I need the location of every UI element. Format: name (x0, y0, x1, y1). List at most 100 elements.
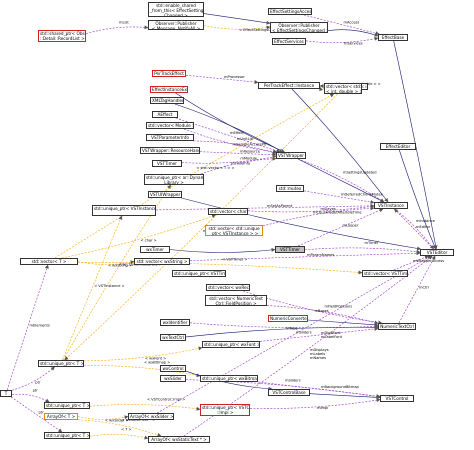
edge-n14-n18 (175, 117, 281, 153)
edge-n51-n27 (156, 255, 432, 414)
edge-label-e1: mList (119, 21, 129, 25)
edge-n46-n47 (309, 393, 381, 400)
class-node-n48[interactable]: std::unique_ptr< VSTControl ::Impl > (200, 404, 250, 416)
edge-label-e3: mAccess (344, 21, 360, 25)
edge-n32-n27 (189, 251, 421, 261)
edge-label-e18: mSetAsParent (267, 204, 293, 208)
class-node-n16[interactable]: VSTParameterInfo (146, 134, 194, 141)
class-node-n13[interactable]: XMLTagHandler (150, 97, 184, 104)
class-node-n45[interactable]: std::unique_ptr< wxBitmap > (200, 375, 258, 382)
class-node-n30[interactable]: VSTTimer (275, 246, 305, 253)
edge-n42-n45 (83, 365, 201, 378)
edge-n21-n18 (200, 156, 277, 175)
edge-label-e30: mType (286, 327, 299, 331)
edge-label-e2: < EffectSettingsChanged > (239, 28, 288, 32)
class-node-n50[interactable]: ArrayOf< T > (44, 413, 78, 420)
class-node-n32[interactable]: std::vector< wxString > (134, 258, 190, 265)
edge-n38-n27 (398, 255, 436, 324)
edge-label-e6: < std::vector< T > > (196, 166, 234, 170)
edge-label-e47: ptr (33, 388, 39, 392)
edge-n43-n46 (185, 370, 273, 391)
class-node-n1[interactable]: std::shared_ptr< Observer ::Detail::Reco… (38, 30, 86, 42)
edge-n18-n24 (297, 158, 385, 203)
class-node-n14[interactable]: AEffect (152, 111, 178, 118)
edge-n16-n18 (193, 140, 277, 155)
class-node-n28[interactable]: std::vector< std::unique _ptr< VSTInstan… (205, 225, 263, 236)
edge-n9-n10 (185, 74, 259, 85)
edge-label-e39: < wxBitmap > (144, 361, 170, 365)
class-node-n29[interactable]: wxTimer (140, 246, 170, 253)
class-node-n36[interactable]: std::vector< NumericText Ctrl::FieldPosi… (205, 295, 267, 306)
edge-label-e24: < VSTTimer > (222, 258, 247, 262)
edge-n17-n18 (199, 151, 277, 157)
class-node-n39[interactable]: wxIdentifier (160, 319, 190, 326)
class-node-n53[interactable]: ArrayOf< wxStaticText * > (148, 436, 210, 443)
class-node-n44[interactable]: wxSlider (160, 375, 186, 382)
edge-label-e37: mElements (30, 324, 50, 328)
edge-label-e20: mInstance (416, 219, 436, 223)
class-node-n23[interactable]: std::vector< char > (208, 208, 248, 215)
class-node-n35[interactable]: std::vector< wxRect > (206, 284, 250, 291)
class-node-n18[interactable]: VSTWrapper (276, 152, 306, 159)
edge-n22-n24 (303, 190, 375, 204)
edge-label-e19: mEditor (416, 225, 431, 229)
class-node-n49[interactable]: std::unique_ptr< T > (44, 402, 90, 409)
class-node-n11[interactable]: std::vector< std::pair < int, double > > (324, 83, 362, 94)
class-node-n52[interactable]: std::unique_ptr< T > (44, 432, 90, 439)
class-node-n37[interactable]: NumericConverter (268, 315, 308, 322)
edge-n31-n23 (61, 214, 216, 259)
class-node-n12[interactable]: EffectInstanceEx (150, 86, 188, 93)
class-node-n6[interactable]: EffectBase (378, 34, 408, 41)
edge-n42-n25 (62, 215, 123, 361)
class-node-n4[interactable]: EffectSettingsAccess (268, 8, 312, 15)
class-node-n40[interactable]: wxTextCtrl (160, 334, 186, 341)
class-node-n34[interactable]: std::unique_ptr< VSTTimer > (172, 270, 226, 277)
edge-n33-n27 (393, 255, 429, 271)
class-node-n21[interactable]: std::unique_ptr< ar::Dynamic Library > (144, 174, 204, 185)
class-node-n41[interactable]: std::unique_ptr< wxFont > (202, 341, 260, 348)
edge-label-e21: mWrapperAccess (413, 259, 444, 263)
class-node-n26[interactable]: EffectEditor (380, 143, 416, 150)
class-node-n17[interactable]: VSTWrapper::ResourceHandle (140, 147, 200, 154)
edge-label-e49: mLooper (343, 224, 359, 228)
edge-label-e31-1: mLabelFont (321, 335, 343, 339)
class-node-n27[interactable]: VSTEditor (420, 249, 454, 256)
class-node-n7[interactable]: EffectServices (272, 38, 306, 45)
edge-label-e10: mUnitLib (237, 137, 254, 141)
class-node-n47[interactable]: VSTControl (380, 395, 414, 402)
class-node-n3[interactable]: Observer::Publisher < Message, NotifyAll… (148, 20, 204, 30)
class-node-n25[interactable]: std::unique_ptr< VSTInstance > (92, 205, 156, 216)
class-node-n9[interactable]: PerTrackEffect (152, 70, 186, 77)
edge-n36-n38 (266, 305, 379, 325)
class-node-n5[interactable]: Observer::Publisher < EffectSettingsChan… (270, 22, 328, 33)
edge-n27-n24 (394, 208, 434, 250)
class-node-n2[interactable]: std::enable_shared _from_this< EffectSet… (148, 2, 204, 17)
edge-label-e15: mDeferredChunkMutex (341, 193, 384, 197)
class-node-n15[interactable]: std::vector< Module > (146, 122, 194, 129)
edge-label-e40: < VSTControl::Impl > (147, 398, 185, 402)
class-node-n43[interactable]: wxControl (160, 365, 186, 372)
class-node-n38[interactable]: NumericTextCtrl (378, 323, 416, 330)
edge-n18-n24 (297, 158, 385, 203)
edge-n50-n53 (77, 419, 162, 437)
class-node-n46[interactable]: VSTControlBase (268, 389, 310, 396)
class-node-n51[interactable]: ArrayOf< wxSlider > (128, 413, 174, 420)
class-node-n24[interactable]: VSTInstance (374, 202, 408, 209)
edge-label-e14: mSettingsUpdated (343, 171, 377, 175)
edge-label-e28: mFieldPositions (325, 305, 353, 309)
edge-label-e47: ptr (35, 381, 41, 385)
edge-n30-n24 (297, 208, 384, 247)
class-node-n31[interactable]: std::vector< T > (20, 258, 78, 265)
edge-label-e31-0: mDigitFont (321, 331, 341, 335)
class-node-n42[interactable]: std::unique_ptr< T > (38, 360, 84, 367)
class-node-n22[interactable]: std::mutex (276, 185, 304, 192)
class-node-n54[interactable]: T (0, 390, 12, 397)
class-node-n19[interactable]: VSTUIWrapper (148, 191, 182, 198)
edge-n49-n48 (89, 404, 201, 411)
edge-label-e8: mEffect (230, 131, 244, 135)
class-node-n33[interactable]: std::vector< VSTTimer > (362, 270, 408, 277)
class-node-n10[interactable]: PerTrackEffect::Instance (258, 82, 320, 89)
edge-n13-n18 (174, 103, 284, 153)
class-node-n20[interactable]: VSTTimer (152, 160, 182, 167)
